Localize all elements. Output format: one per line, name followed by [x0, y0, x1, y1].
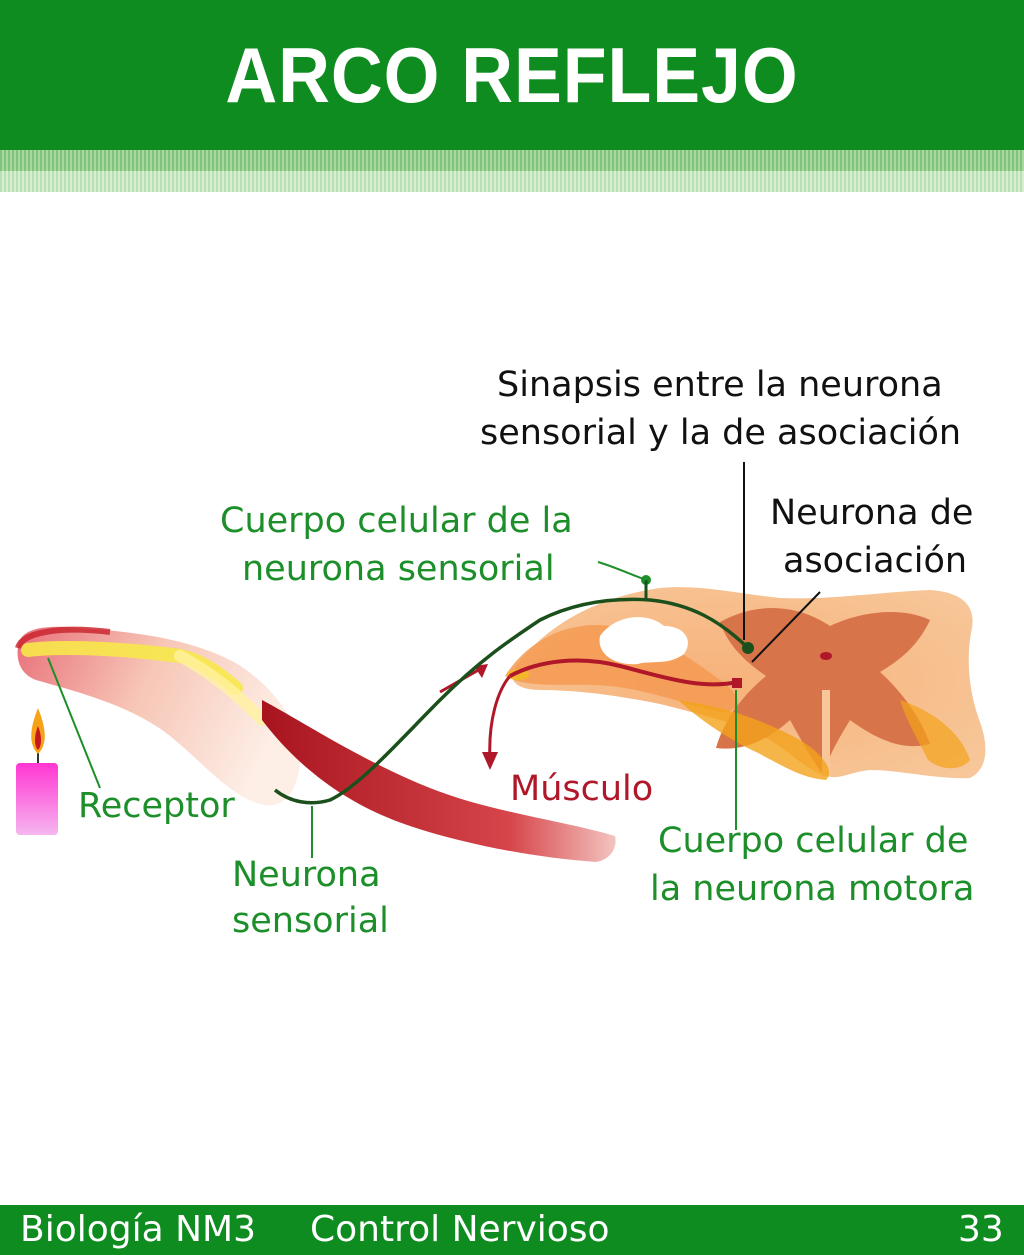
- label-synapse-line1: Sinapsis entre la neurona: [497, 365, 943, 405]
- sensory-neuron-path: [273, 597, 752, 805]
- sensory-body-leader-line: [597, 561, 647, 581]
- receptor-leader-line: [47, 657, 101, 789]
- label-sensory-body-line2: neurona sensorial: [242, 549, 555, 589]
- motor-cell-body-dot: [732, 678, 742, 688]
- candle-icon: [16, 708, 58, 835]
- label-muscle: Músculo: [510, 769, 654, 809]
- association-leader-line: [751, 591, 821, 663]
- motor-arrow-head-icon: [482, 752, 498, 770]
- footer-page-number: 33: [958, 1209, 1004, 1250]
- label-motor-body-line1: Cuerpo celular de: [658, 821, 969, 861]
- spinal-cord-illustration: [505, 587, 986, 780]
- label-synapse-line2: sensorial y la de asociación: [480, 413, 962, 453]
- label-association-line1: Neurona de: [770, 493, 974, 533]
- finger-illustration: [15, 626, 301, 806]
- header-stripe-light: [0, 171, 1024, 192]
- label-sensory-neuron-line1: Neurona: [232, 855, 381, 895]
- page-title: ARCO REFLEJO: [225, 31, 799, 119]
- footer-subject: Biología NM3: [20, 1209, 257, 1250]
- label-motor-body-line2: la neurona motora: [650, 869, 975, 909]
- motor-arrow-curve: [488, 675, 512, 761]
- reflex-arc-diagram: [15, 462, 986, 862]
- footer-bar: Biología NM3 Control Nervioso 33: [0, 1205, 1024, 1255]
- label-receptor: Receptor: [78, 786, 235, 826]
- motor-neuron-path: [509, 658, 739, 687]
- label-association-line2: asociación: [783, 541, 968, 581]
- header-bar: ARCO REFLEJO: [0, 0, 1024, 150]
- muscle-illustration: [262, 700, 616, 862]
- label-sensory-body-line1: Cuerpo celular de la: [220, 501, 573, 541]
- footer-topic: Control Nervioso: [310, 1209, 610, 1250]
- synapse-dot: [742, 642, 754, 654]
- label-sensory-neuron-line2: sensorial: [232, 901, 389, 941]
